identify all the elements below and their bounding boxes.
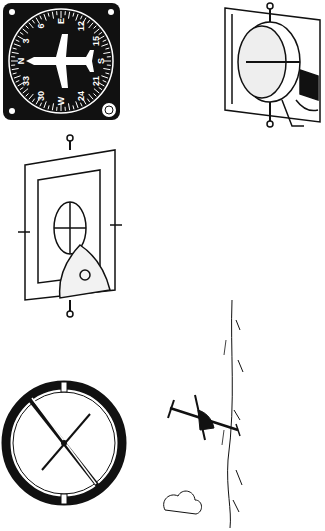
dial-tick <box>94 29 99 33</box>
dial-number: 30 <box>35 88 47 104</box>
dial-number: 3 <box>20 33 32 49</box>
dial-tick <box>73 13 74 17</box>
dial-number: N <box>15 53 27 69</box>
dial-tick <box>94 89 99 93</box>
dial-tick <box>80 16 82 20</box>
dial-tick <box>56 107 57 111</box>
dial-tick <box>44 14 46 21</box>
dial-tick <box>23 29 28 33</box>
dial-tick <box>48 105 49 109</box>
dial-tick <box>103 80 107 82</box>
dial-tick <box>103 52 110 53</box>
dial-tick <box>26 94 29 97</box>
dial-tick <box>32 99 34 102</box>
dial-tick <box>56 11 57 15</box>
dial-number: 21 <box>90 73 102 89</box>
dial-tick <box>32 20 34 23</box>
dial-tick <box>103 40 107 42</box>
dial-tick <box>99 87 102 89</box>
dial-tick <box>11 56 15 57</box>
dial-number: 33 <box>20 73 32 89</box>
dial-tick <box>94 94 97 97</box>
gimbal-gyro <box>18 135 122 317</box>
dial-number: 12 <box>75 18 87 34</box>
dial-number: 24 <box>75 88 87 104</box>
round-instrument <box>6 382 122 504</box>
dial-tick <box>87 99 89 102</box>
dial-number: W <box>55 93 67 109</box>
dial-tick <box>13 48 17 49</box>
dial-tick <box>105 73 109 74</box>
dial-tick <box>65 107 66 111</box>
dial-tick <box>68 12 69 19</box>
dial-tick <box>29 94 33 99</box>
dial-tick <box>12 68 19 69</box>
dial-tick <box>61 11 62 18</box>
dial-number: 15 <box>90 33 102 49</box>
dial-tick <box>16 40 20 42</box>
dial-tick <box>26 26 29 29</box>
dial-tick <box>89 23 93 28</box>
dial-tick <box>12 52 19 53</box>
dial-tick <box>11 65 15 66</box>
dial-tick <box>52 103 53 110</box>
dial-tick <box>68 103 69 110</box>
dial-tick <box>16 80 20 82</box>
dial-tick <box>40 16 42 20</box>
heading-indicator <box>3 3 120 120</box>
dial-number: 6 <box>35 18 47 34</box>
dial-tick <box>13 73 17 74</box>
dial-tick <box>101 44 108 46</box>
dial-tick <box>94 26 97 29</box>
dial-tick <box>20 32 23 34</box>
dial-tick <box>99 32 102 34</box>
dial-tick <box>89 94 93 99</box>
dial-tick <box>107 65 111 66</box>
gyro-frame <box>225 3 320 127</box>
dial-tick <box>14 76 21 78</box>
dial-tick <box>103 68 110 69</box>
dial-number: S <box>95 53 107 69</box>
dial-number: E <box>55 13 67 29</box>
dial-tick <box>52 12 53 19</box>
dial-tick <box>14 44 21 46</box>
dial-tick <box>20 87 23 89</box>
dial-tick <box>87 20 89 23</box>
dial-tick <box>73 105 74 109</box>
dial-tick <box>65 11 66 15</box>
dial-tick <box>76 14 78 21</box>
dial-tick <box>80 103 82 107</box>
dial-tick <box>23 89 28 93</box>
airplane-scene <box>164 300 243 528</box>
dial-tick <box>101 76 108 78</box>
dial-tick <box>40 103 42 107</box>
dial-tick <box>107 56 111 57</box>
dial-tick <box>48 13 49 17</box>
dial-tick <box>29 23 33 28</box>
dial-tick <box>105 48 109 49</box>
dial-tick <box>76 101 78 108</box>
dial-tick <box>36 18 40 24</box>
dial-tick <box>44 101 46 108</box>
